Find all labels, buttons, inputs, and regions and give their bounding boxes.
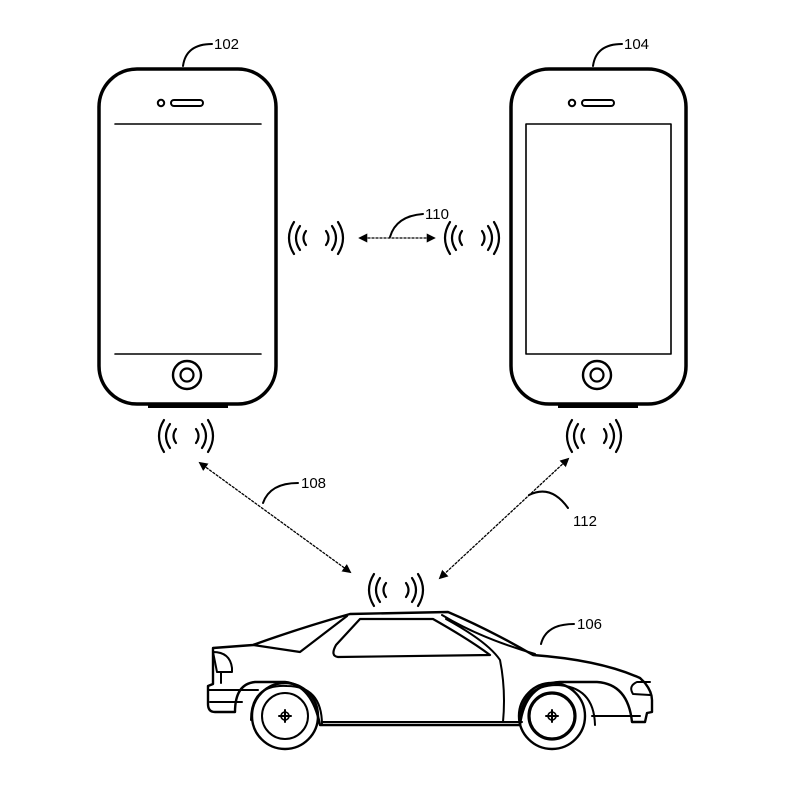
phone-2-home-button: [581, 359, 613, 391]
phone-1-camera: [156, 98, 166, 108]
ref-label-104: 104: [624, 36, 649, 53]
ref-label-110: 110: [425, 206, 449, 223]
wireless-signal-icon: [565, 418, 623, 454]
car-body: [206, 610, 654, 727]
phone-1-speaker: [170, 99, 204, 107]
wireless-signal-icon: [157, 418, 215, 454]
phone-2-connector: [558, 404, 638, 408]
mobile-device-phone-2: 104: [509, 36, 688, 408]
link-phone1-vehicle: 108: [198, 461, 352, 574]
phone-1-connector: [148, 404, 228, 408]
link-phone2-vehicle: 112: [438, 457, 597, 580]
car-taillight: [212, 651, 233, 673]
vehicle-car: 106: [206, 610, 654, 751]
car-front-wheel: [517, 681, 587, 751]
mobile-device-phone-1: 102: [97, 36, 278, 408]
phone-2-speaker: [581, 99, 615, 107]
wireless-signal-icon: [287, 220, 345, 256]
car-headlight: [630, 681, 651, 696]
car-rear-wheel: [250, 681, 320, 751]
phone-2-camera: [567, 98, 577, 108]
phone-1-home-button: [171, 359, 203, 391]
ref-label-108: 108: [301, 475, 326, 492]
wireless-signal-icon: [443, 220, 501, 256]
ref-label-102: 102: [214, 36, 239, 53]
wireless-signal-icon: [367, 572, 425, 608]
ref-label-112: 112: [573, 513, 597, 530]
phone-2-screen: [525, 123, 672, 355]
car-rear-window: [251, 614, 349, 654]
ref-label-106: 106: [577, 616, 602, 633]
link-phone1-phone2: 110: [358, 206, 449, 243]
car-side-window: [332, 617, 492, 659]
